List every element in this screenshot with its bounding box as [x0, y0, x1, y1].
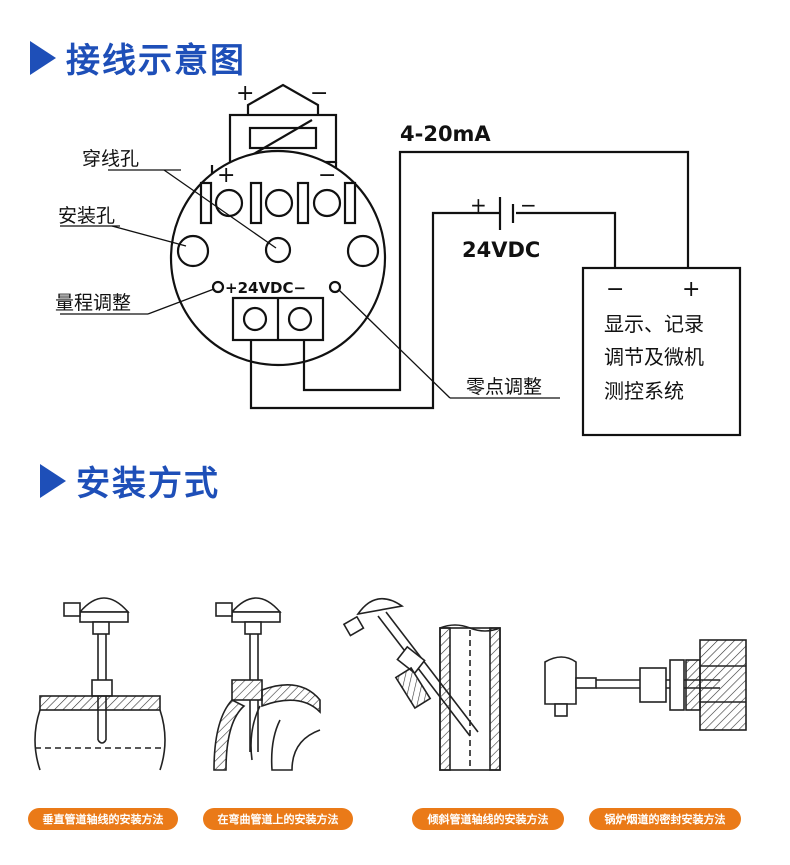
label-through-hole: 穿线孔 [82, 148, 139, 170]
label-range-adjust: 量程调整 [55, 292, 131, 314]
system-minus-sign: − [606, 277, 624, 302]
wiring-section-title: 接线示意图 [30, 33, 246, 82]
probe-element [248, 126, 318, 150]
mount-hole-right [346, 234, 380, 268]
output-screw-plus [242, 306, 268, 332]
battery-plus-sign: + [470, 193, 487, 217]
probe-roof [246, 83, 320, 115]
wire-plus [249, 211, 499, 410]
install-method-flue-label: 锅炉烟道的密封安装方法 [589, 808, 741, 830]
wire-supply [516, 211, 617, 268]
battery-voltage-label: 24VDC [462, 238, 540, 262]
label-mount-hole: 安装孔 [58, 205, 115, 227]
wire-signal [302, 150, 690, 392]
mount-hole-left [176, 234, 210, 268]
install-flue-drawing [544, 639, 747, 731]
output-screw-minus [287, 306, 313, 332]
install-inclined-drawing [342, 597, 501, 771]
install-elbow-drawing [213, 597, 321, 771]
install-section-title: 安装方式 [40, 456, 220, 505]
probe-minus-sign: − [310, 81, 328, 106]
terminal-slot [343, 181, 357, 225]
range-pot [211, 280, 225, 294]
system-line-3: 测控系统 [604, 379, 684, 403]
terminal-slot [199, 181, 213, 225]
terminal-screw [214, 188, 244, 218]
battery-minus-sign: − [520, 193, 537, 217]
terminal-minus-sign: − [318, 163, 336, 188]
through-hole [264, 236, 292, 264]
play-arrow-icon [30, 40, 56, 75]
terminal-slot [249, 181, 263, 225]
install-vertical-drawing [34, 597, 166, 771]
board-supply-label: +24VDC− [225, 279, 306, 297]
install-method-elbow-label: 在弯曲管道上的安装方法 [203, 808, 353, 830]
install-title-text: 安装方式 [76, 464, 220, 504]
wiring-title-text: 接线示意图 [66, 41, 246, 81]
probe-plus-sign: + [236, 81, 254, 106]
current-label: 4-20mA [400, 122, 491, 146]
install-method-inclined-label: 倾斜管道轴线的安装方法 [412, 808, 564, 830]
system-plus-sign: + [682, 277, 700, 302]
terminal-plus-sign: + [217, 163, 235, 188]
probe-slash [251, 119, 313, 156]
label-zero-adjust: 零点调整 [466, 376, 542, 398]
zero-pot [328, 280, 342, 294]
control-system-box [581, 266, 742, 437]
install-method-vertical-label: 垂直管道轴线的安装方法 [28, 808, 178, 830]
terminal-screw [264, 188, 294, 218]
system-line-2: 调节及微机 [604, 345, 704, 369]
system-line-1: 显示、记录 [604, 312, 704, 336]
play-arrow-icon [40, 463, 66, 498]
terminal-screw [312, 188, 342, 218]
terminal-slot [296, 181, 310, 225]
